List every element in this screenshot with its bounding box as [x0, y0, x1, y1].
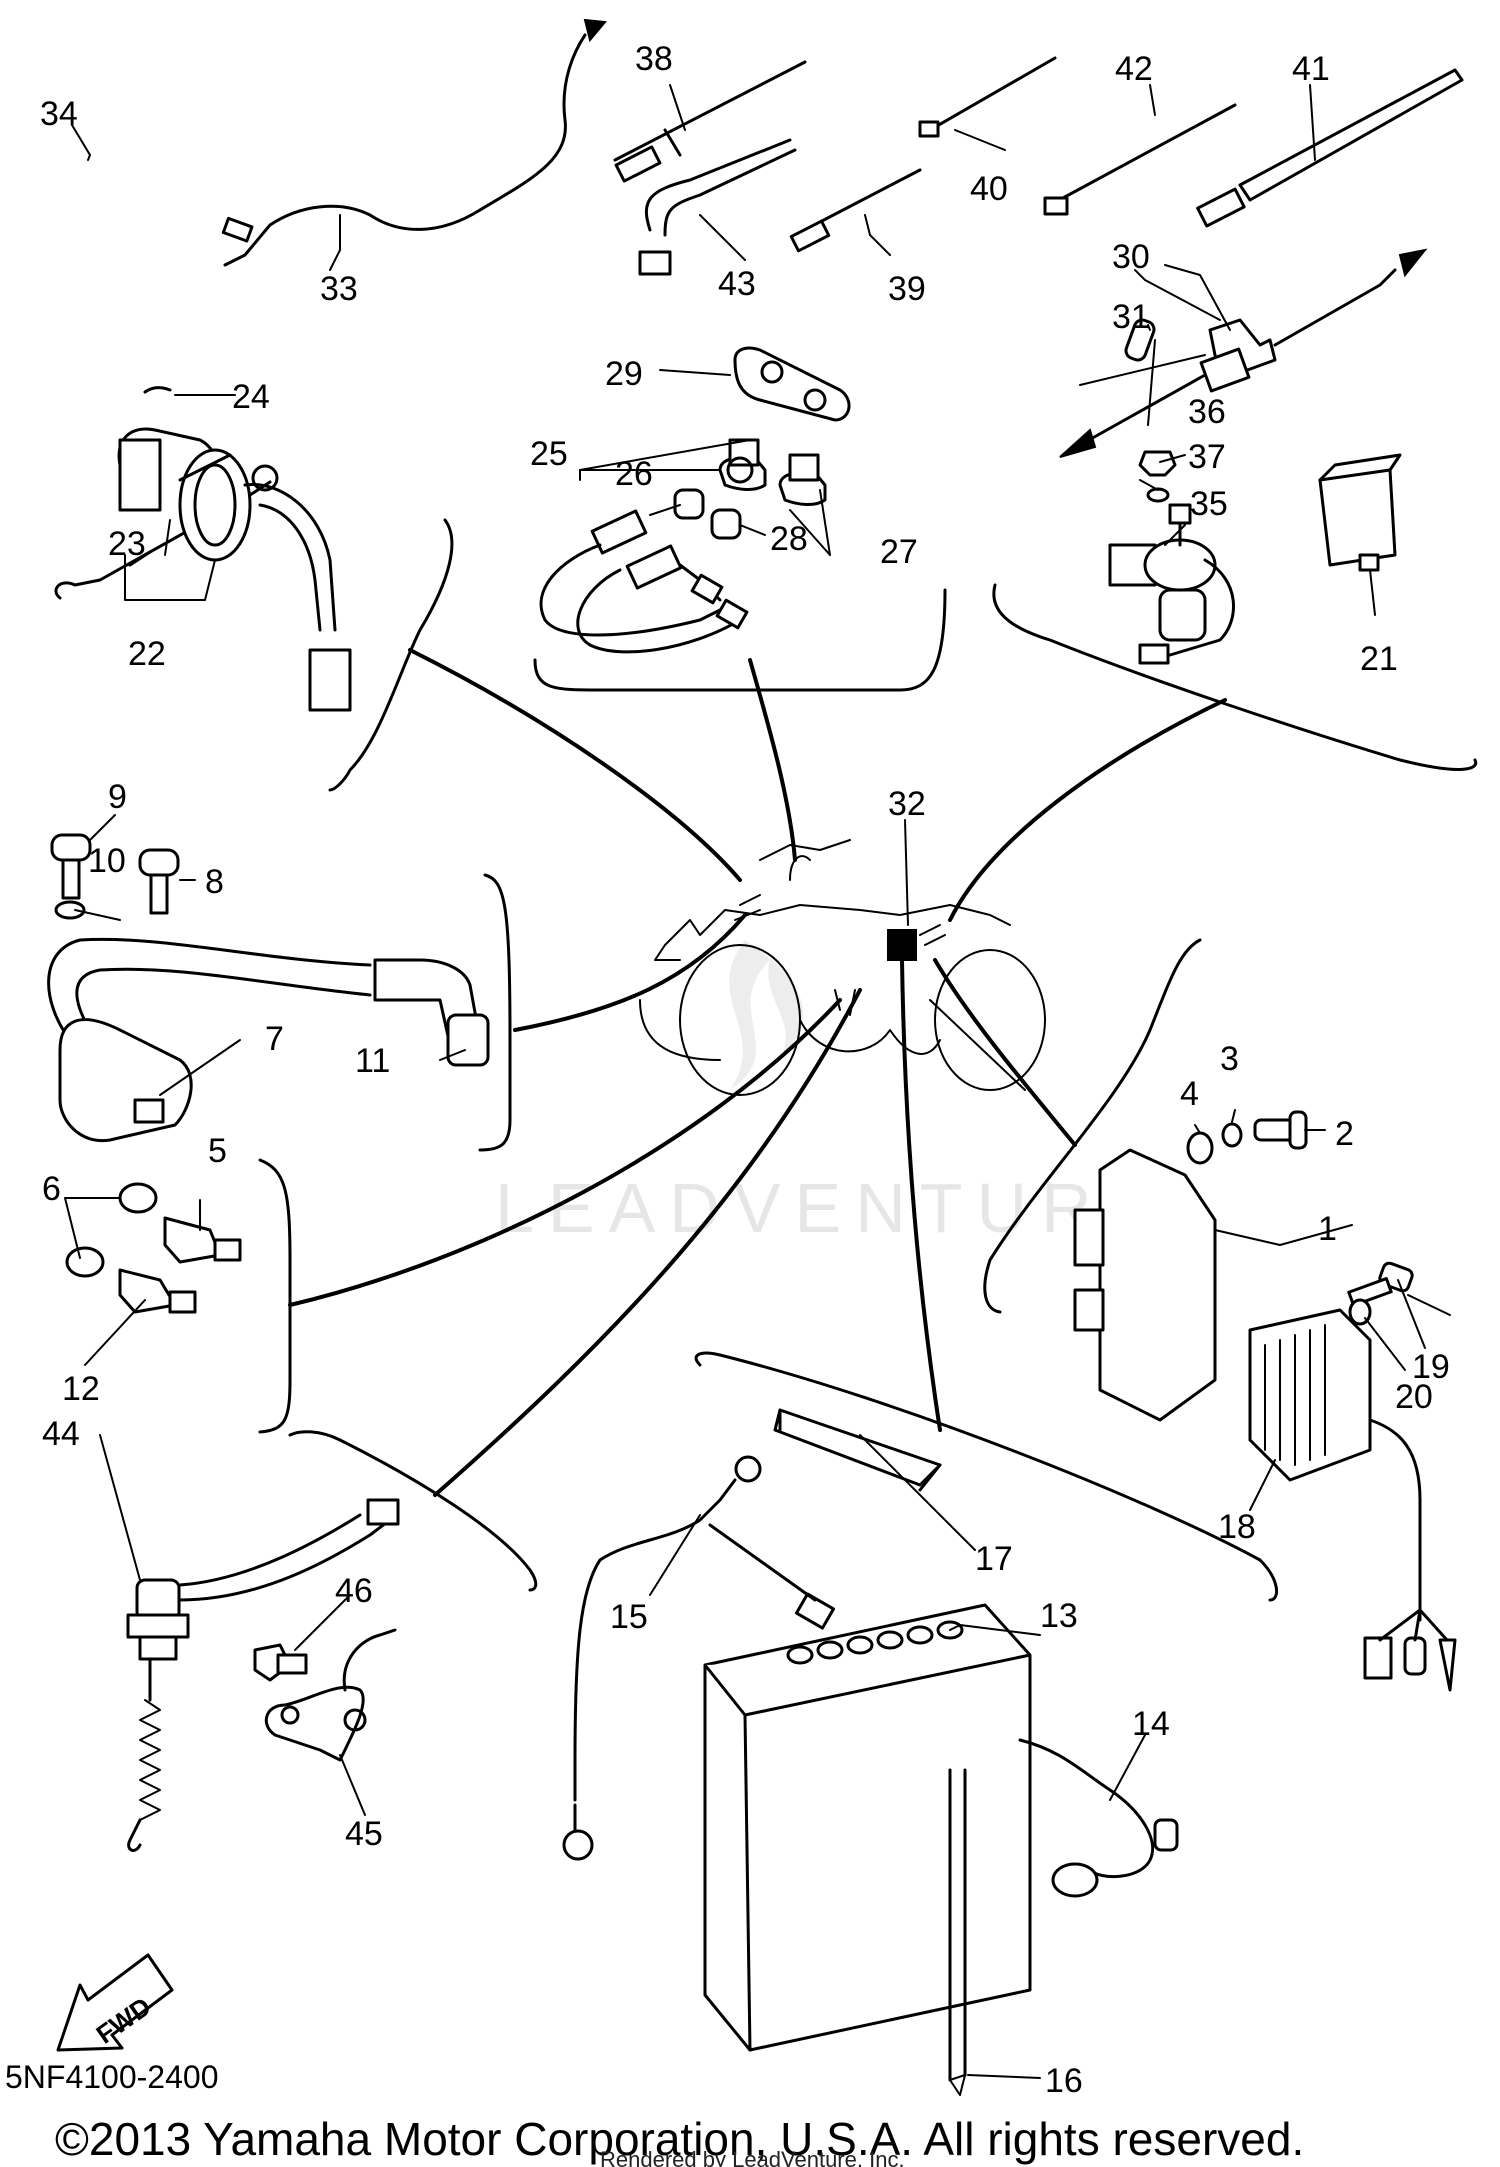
- part-28-cap: [710, 508, 742, 540]
- part-41-cable-tie: [1196, 68, 1464, 228]
- callout-34: 34: [40, 95, 78, 133]
- callout-29: 29: [605, 355, 643, 393]
- callout-labels: 34 33 38 43 39 40 42 41 30 31 29 24 25 2…: [40, 40, 1450, 2100]
- part-36-nut: [1138, 450, 1177, 477]
- part-10-washer: [54, 900, 86, 920]
- callout-31: 31: [1112, 298, 1150, 336]
- fwd-arrow-icon: FWD: [56, 1953, 174, 2052]
- part-27-lead-set: [539, 509, 749, 654]
- part-43-cable-tie: [638, 138, 797, 276]
- part-29-plate: [733, 346, 851, 422]
- callout-28: 28: [770, 520, 808, 558]
- part-30-starter-relay: [1059, 248, 1428, 458]
- callout-39: 39: [888, 270, 926, 308]
- callout-6: 6: [42, 1170, 61, 1208]
- part-25-plug-cap: [718, 438, 767, 491]
- part-18-rectifier-regulator: [1248, 1308, 1457, 1692]
- callout-33: 33: [320, 270, 358, 308]
- part-33-lead-wire: [221, 18, 607, 267]
- part-14-battery-cable: [1018, 1738, 1179, 1898]
- part-6-washer-upper: [118, 1182, 158, 1214]
- part-13-battery: [703, 1603, 1032, 2052]
- part-3-washer: [1221, 1122, 1243, 1148]
- callout-41: 41: [1292, 50, 1330, 88]
- part-40-cable-tie: [918, 56, 1057, 138]
- callout-11: 11: [355, 1042, 390, 1080]
- callout-23: 23: [108, 525, 146, 563]
- part-16-breather-hose: [948, 1768, 967, 2096]
- callout-40: 40: [970, 170, 1008, 208]
- part-5-switch: [163, 1216, 242, 1264]
- callout-13: 13: [1040, 1597, 1078, 1635]
- callout-26: 26: [615, 455, 653, 493]
- callout-20: 20: [1395, 1378, 1433, 1416]
- callout-7: 7: [265, 1020, 284, 1058]
- part-42-cable-tie: [1043, 103, 1237, 216]
- callout-46: 46: [335, 1572, 373, 1610]
- part-12-switch: [118, 1268, 197, 1314]
- callout-15: 15: [610, 1598, 648, 1636]
- callout-36: 36: [1188, 393, 1226, 431]
- callout-38: 38: [635, 40, 673, 78]
- diagram-code: 5NF4100-2400: [5, 2059, 218, 2095]
- part-11-plug-cap: [373, 958, 490, 1067]
- part-6-washer-lower: [65, 1246, 105, 1278]
- part-46-bolt: [253, 1643, 308, 1682]
- callout-14: 14: [1132, 1705, 1170, 1743]
- part-22-main-switch: [117, 386, 352, 712]
- callout-9: 9: [108, 778, 127, 816]
- part-39-cable-tie: [789, 168, 922, 253]
- callout-8: 8: [205, 863, 224, 901]
- part-1-cdi-unit: [1073, 1148, 1217, 1422]
- part-38-cable-tie: [613, 60, 807, 183]
- callout-45: 45: [345, 1815, 383, 1853]
- rendered-by-note: Rendered by LeadVenture, Inc.: [600, 2147, 905, 2167]
- part-2-bolt: [1253, 1110, 1308, 1150]
- group-leader-lines: [288, 648, 1227, 1497]
- callout-37: 37: [1188, 438, 1226, 476]
- callout-leaders: [64, 84, 1451, 2079]
- callout-43: 43: [718, 265, 756, 303]
- part-27-plug-cap: [778, 453, 827, 506]
- callout-18: 18: [1218, 1508, 1256, 1546]
- part-35-starter-relay: [1108, 503, 1235, 665]
- callout-2: 2: [1335, 1115, 1354, 1153]
- callout-16: 16: [1045, 2062, 1083, 2100]
- part-21-relay-assembly: [1318, 453, 1402, 572]
- part-9-bolt: [50, 833, 92, 900]
- callout-1: 1: [1318, 1210, 1337, 1248]
- callout-19: 19: [1412, 1348, 1450, 1386]
- watermark-text: LEADVENTURE: [495, 1169, 1166, 1247]
- part-4-washer: [1186, 1131, 1214, 1165]
- callout-10: 10: [88, 842, 126, 880]
- callout-35: 35: [1190, 485, 1228, 523]
- callout-22: 22: [128, 635, 166, 673]
- callout-27: 27: [880, 533, 918, 571]
- part-7-ignition-coil: [47, 937, 372, 1143]
- part-32-relay-marker: [887, 929, 917, 961]
- part-15-battery-cable: [562, 1455, 835, 1861]
- part-31-fuse: [1124, 318, 1156, 362]
- callout-44: 44: [42, 1415, 80, 1453]
- callout-24: 24: [232, 378, 270, 416]
- callout-21: 21: [1360, 640, 1398, 678]
- copyright-notice: ©2013 Yamaha Motor Corporation, U.S.A. A…: [55, 2113, 1304, 2165]
- part-17-battery-band: [773, 1408, 942, 1492]
- callout-32: 32: [888, 785, 926, 823]
- part-8-bolt: [138, 848, 180, 915]
- callout-30: 30: [1112, 238, 1150, 276]
- part-45-bracket: [264, 1628, 397, 1762]
- callout-5: 5: [208, 1132, 227, 1170]
- group-boundaries: [258, 518, 1478, 1602]
- callout-3: 3: [1220, 1040, 1239, 1078]
- callout-17: 17: [975, 1540, 1013, 1578]
- callout-42: 42: [1115, 50, 1153, 88]
- part-26-cap: [673, 488, 705, 520]
- callout-4: 4: [1180, 1075, 1199, 1113]
- callout-25: 25: [530, 435, 568, 473]
- part-44-neutral-switch: [126, 1498, 400, 1852]
- vehicle-outline: [639, 839, 1046, 1096]
- callout-12: 12: [62, 1370, 100, 1408]
